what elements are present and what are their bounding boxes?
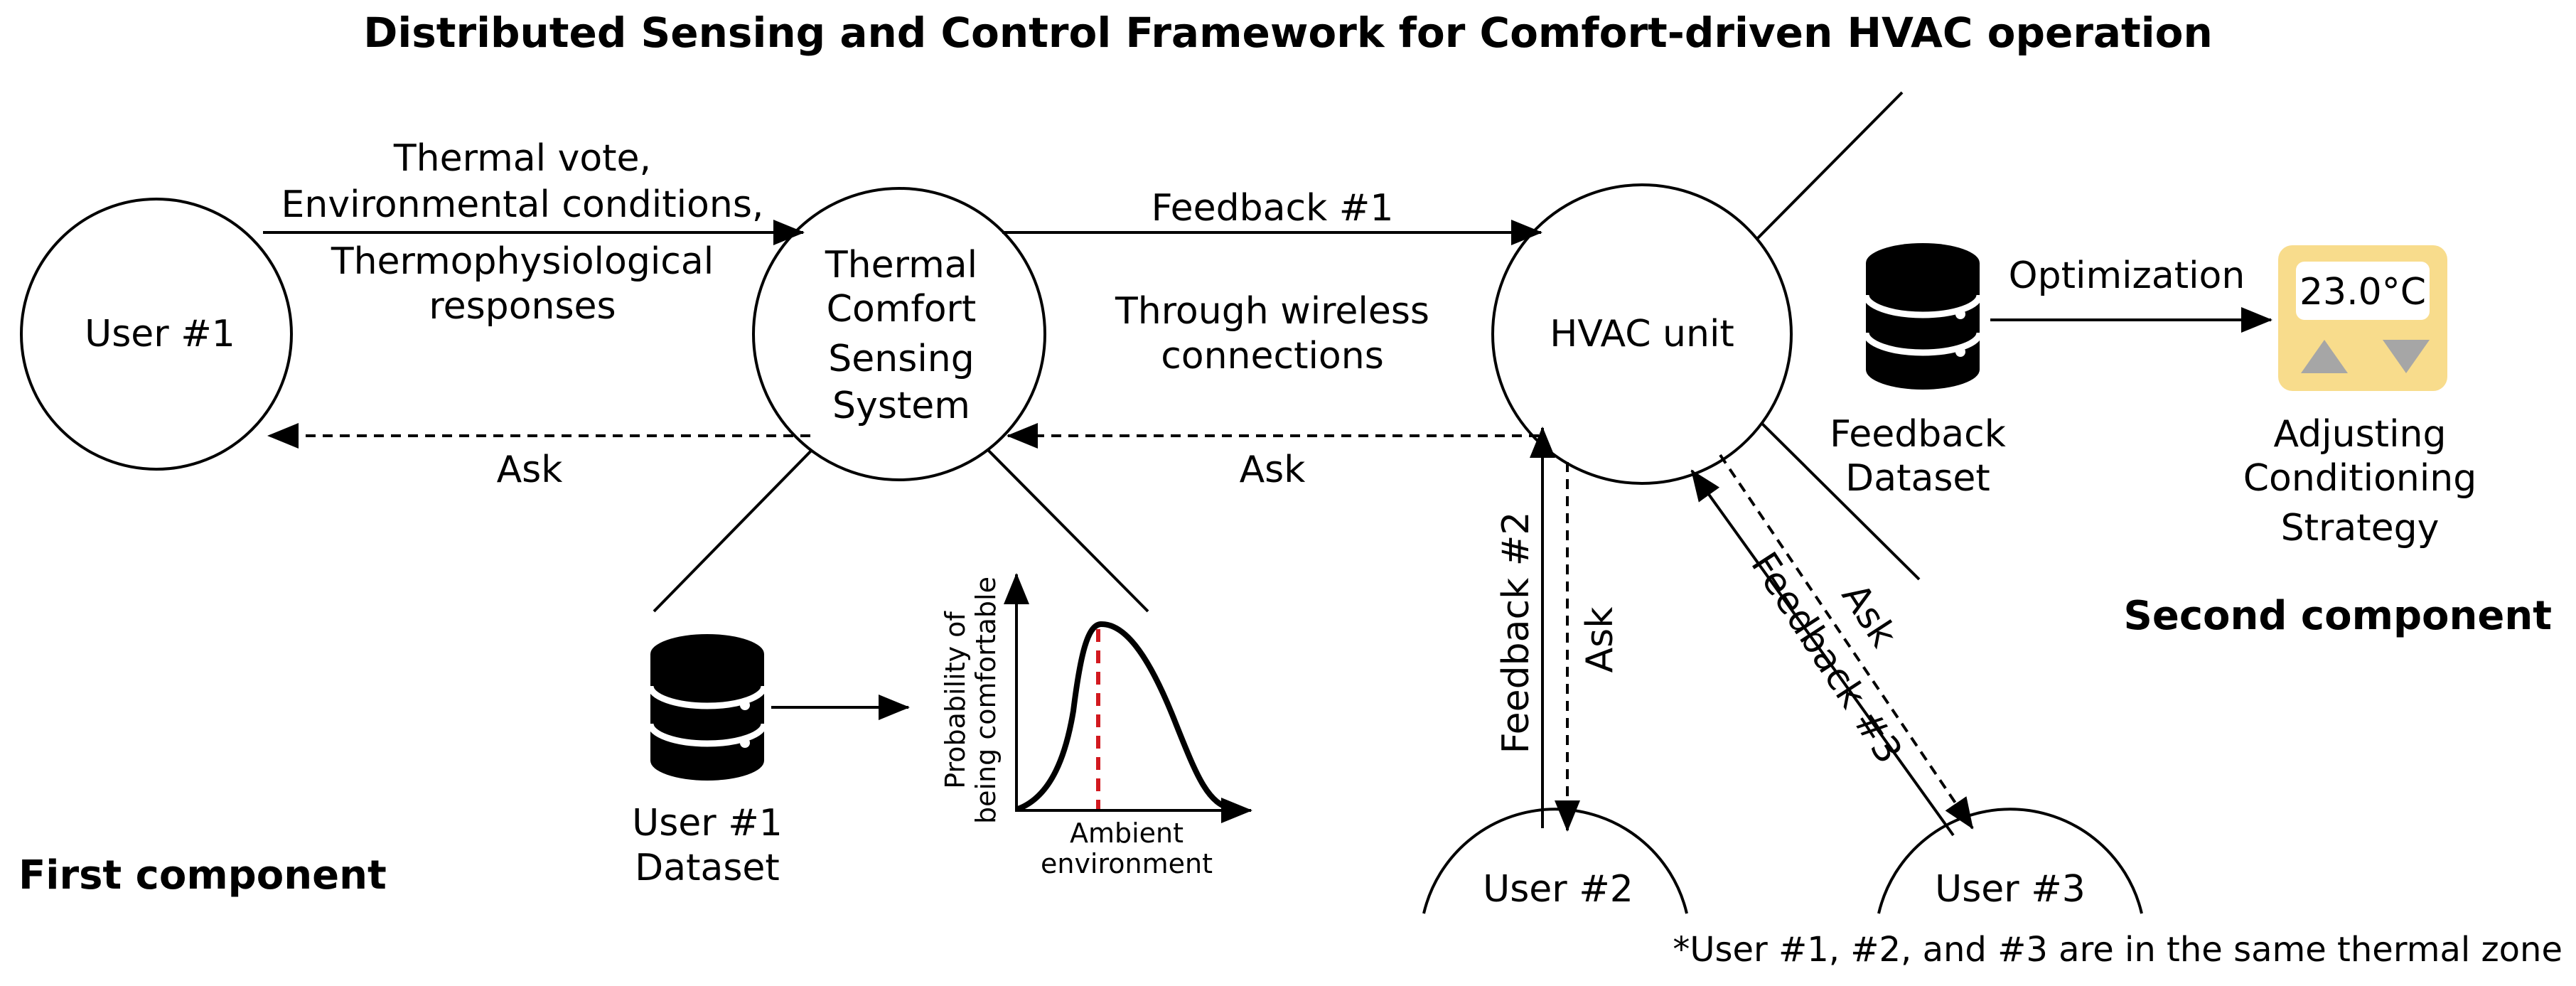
feedback-dataset-label-1: Feedback <box>1830 413 2006 456</box>
thermostat-up-icon <box>2301 340 2348 373</box>
sensing-right-line <box>981 443 1149 613</box>
hvac-lower-line <box>1753 414 1921 581</box>
strategy-label-1: Adjusting <box>2274 413 2447 456</box>
comfort-probability-chart: Probability of being comfortable Ambient… <box>940 573 1252 879</box>
user1-to-sensing-label-2: Environmental conditions, <box>281 183 764 226</box>
feedback3-label: Feedback #3 <box>1742 545 1910 771</box>
hvac-unit-node <box>1491 183 1793 485</box>
strategy-label-2: Conditioning <box>2243 457 2477 500</box>
chart-ylabel-1: Probability of <box>940 611 971 789</box>
hvac-label: HVAC unit <box>1550 313 1734 355</box>
first-component-label: First component <box>18 852 387 899</box>
diagram-title: Distributed Sensing and Control Framewor… <box>363 9 2213 57</box>
user1-dataset-label-2: Dataset <box>635 847 780 889</box>
sensing-left-line <box>653 443 819 613</box>
chart-xlabel-1: Ambient <box>1070 818 1184 849</box>
user1-to-sensing-label-4: responses <box>429 285 616 328</box>
feedback-database-icon <box>1862 243 1983 390</box>
thermostat-temperature: 23.0°C <box>2299 271 2426 314</box>
user1-node <box>20 198 293 471</box>
sensing-label-line4: System <box>832 385 970 427</box>
user3-node <box>1877 808 2143 914</box>
sensing-to-user1-ask-label: Ask <box>497 449 563 491</box>
chart-ylabel-2: being comfortable <box>970 577 1002 824</box>
sensing-label-line1: Thermal <box>825 244 977 286</box>
user3-label: User #3 <box>1935 868 2086 911</box>
strategy-label-3: Strategy <box>2281 507 2440 550</box>
feedback3-arrow <box>1690 469 1955 837</box>
hvac-to-sensing-ask-label: Ask <box>1240 449 1306 491</box>
optimization-label: Optimization <box>2009 254 2245 297</box>
sensing-system-node <box>752 187 1046 481</box>
user1-label: User #1 <box>85 313 235 355</box>
feedback-dataset-label-2: Dataset <box>1845 457 1990 500</box>
ask3-arrow <box>1719 454 1974 830</box>
user1-database-icon <box>647 634 768 781</box>
chart-xlabel-2: environment <box>1041 848 1213 879</box>
comfort-curve <box>1016 621 1234 812</box>
user1-to-sensing-label-3: Thermophysiological <box>331 240 714 283</box>
user2-label: User #2 <box>1483 868 1633 911</box>
wireless-label-2: connections <box>1161 335 1384 377</box>
thermostat-display <box>2296 262 2430 320</box>
ask3-label: Ask <box>1833 576 1905 654</box>
second-component-label: Second component <box>2124 593 2553 639</box>
sensing-label-line3: Sensing <box>828 338 974 380</box>
user1-dataset-label-1: User #1 <box>632 802 783 845</box>
feedback1-label: Feedback #1 <box>1152 187 1394 230</box>
wireless-label-1: Through wireless <box>1115 290 1429 333</box>
user1-to-sensing-label-1: Thermal vote, <box>393 137 651 180</box>
ask2-label: Ask <box>1579 607 1621 673</box>
feedback2-label: Feedback #2 <box>1495 512 1537 754</box>
thermostat-icon: 23.0°C <box>2278 245 2447 391</box>
footnote: *User #1, #2, and #3 are in the same the… <box>1673 930 2562 970</box>
sensing-label-line2: Comfort <box>827 288 977 331</box>
hvac-upper-line <box>1746 91 1904 250</box>
thermostat-down-icon <box>2383 340 2430 373</box>
